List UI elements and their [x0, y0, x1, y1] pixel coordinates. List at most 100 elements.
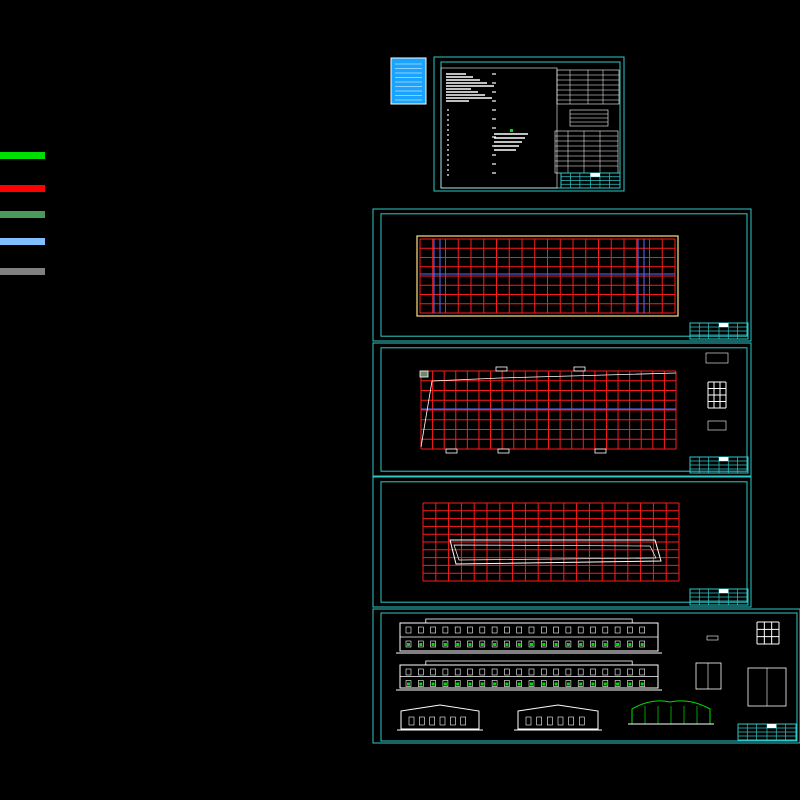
sheet-roof-plan[interactable]: [372, 342, 752, 477]
facade-window-lower: [491, 680, 498, 687]
facade-parapet: [425, 660, 633, 666]
roof-gutter-mark: [495, 366, 508, 372]
legend-swatch-red: [0, 185, 45, 192]
roof-detail-1: [705, 352, 729, 364]
title-block-logo: [719, 457, 729, 461]
facade-window-lower: [627, 680, 633, 687]
facade-window-upper: [417, 626, 424, 634]
facade-window-glass: [603, 682, 607, 686]
side-elevation-window: [419, 716, 425, 726]
small-detail-mark: [706, 635, 719, 641]
facade-window-lower: [405, 680, 412, 687]
sheet-floor-plan[interactable]: [372, 476, 752, 608]
facade-window-upper: [639, 668, 646, 676]
facade-window-upper: [516, 626, 523, 634]
facade-window-upper: [565, 668, 572, 676]
facade-window-glass: [443, 682, 447, 686]
side-elevation-left: [397, 704, 483, 731]
facade-window-glass: [517, 682, 521, 686]
facade-window-lower: [627, 640, 633, 648]
facade-window-upper: [430, 626, 436, 634]
side-elevation-outline: [400, 704, 480, 730]
title-block: [689, 322, 749, 340]
window-detail-grid: [756, 621, 780, 645]
sheet-cover-small[interactable]: [390, 57, 427, 105]
roof-detail-3: [707, 420, 727, 431]
roof-gutter-mark: [594, 448, 607, 454]
facade-window-lower: [442, 640, 449, 648]
cover-sheet-body: [390, 57, 427, 105]
facade-window-upper: [565, 626, 572, 634]
facade-window-lower: [540, 640, 547, 648]
sheet-outer-border: [372, 476, 752, 608]
title-block-logo: [719, 589, 729, 593]
facade-window-glass: [579, 643, 583, 646]
facade-window-lower: [602, 680, 609, 687]
facade-window-lower: [479, 640, 486, 648]
facade-window-upper: [442, 626, 449, 634]
facade-window-upper: [627, 668, 633, 676]
sheet-foundation-plan[interactable]: [372, 208, 752, 342]
facade-window-glass: [407, 682, 410, 686]
facade-window-upper: [479, 668, 486, 676]
facade-window-upper: [430, 668, 436, 676]
facade-window-upper: [614, 626, 621, 634]
section-roof-arc: [631, 700, 711, 724]
legend-swatch-light-blue: [0, 238, 45, 245]
facade-window-upper: [553, 626, 559, 634]
facade-window-upper: [540, 668, 547, 676]
facade-window-lower: [639, 640, 646, 648]
door-detail-1: [695, 662, 722, 690]
facade-window-lower: [491, 640, 498, 648]
facade-window-upper: [454, 626, 461, 634]
notes-marker: [510, 129, 513, 132]
facade-window-lower: [602, 640, 609, 648]
facade-window-glass: [468, 682, 472, 686]
facade-window-lower: [430, 640, 436, 648]
side-elevation-window: [525, 716, 532, 726]
facade-window-glass: [579, 682, 583, 686]
facade-window-upper: [405, 668, 412, 676]
facade-window-glass: [493, 643, 497, 646]
title-block-logo: [590, 173, 600, 177]
facade-window-upper: [577, 626, 584, 634]
legend-swatch-gray: [0, 268, 45, 275]
facade-window-upper: [442, 668, 449, 676]
facade-window-upper: [639, 626, 646, 634]
facade-window-lower: [590, 640, 596, 648]
side-elevation-right: [514, 704, 602, 731]
facade-window-upper: [479, 626, 486, 634]
facade-window-upper: [528, 668, 535, 676]
facade-window-lower: [479, 680, 486, 687]
sheet-notes[interactable]: [433, 56, 625, 192]
floor-outline-outer: [449, 539, 662, 565]
sheet-inner-border: [440, 61, 621, 189]
facade-window-glass: [566, 643, 570, 646]
sheet-outer-border: [372, 342, 752, 477]
facade-window-glass: [640, 682, 644, 686]
facade-window-lower: [430, 680, 436, 687]
facade-window-lower: [417, 640, 424, 648]
facade-window-upper: [602, 668, 609, 676]
facade-window-lower: [417, 680, 424, 687]
side-elevation-outline: [517, 704, 599, 730]
facade-window-lower: [516, 680, 523, 687]
facade-window-upper: [405, 626, 412, 634]
facade-window-lower: [504, 680, 510, 687]
facade-window-glass: [468, 643, 472, 646]
facade-window-upper: [491, 626, 498, 634]
facade-window-lower: [540, 680, 547, 687]
title-block: [560, 172, 621, 189]
foundation-outline: [416, 235, 679, 317]
front-elevation: [396, 618, 662, 654]
facade-window-glass: [591, 643, 595, 646]
sheet-elevations[interactable]: [372, 608, 800, 744]
rear-elevation: [396, 660, 662, 691]
notes-table-mid: [569, 109, 609, 127]
facade-window-upper: [454, 668, 461, 676]
facade-window-lower: [528, 680, 535, 687]
table-border: [554, 130, 619, 174]
facade-window-glass: [616, 682, 620, 686]
facade-window-glass: [542, 643, 546, 646]
